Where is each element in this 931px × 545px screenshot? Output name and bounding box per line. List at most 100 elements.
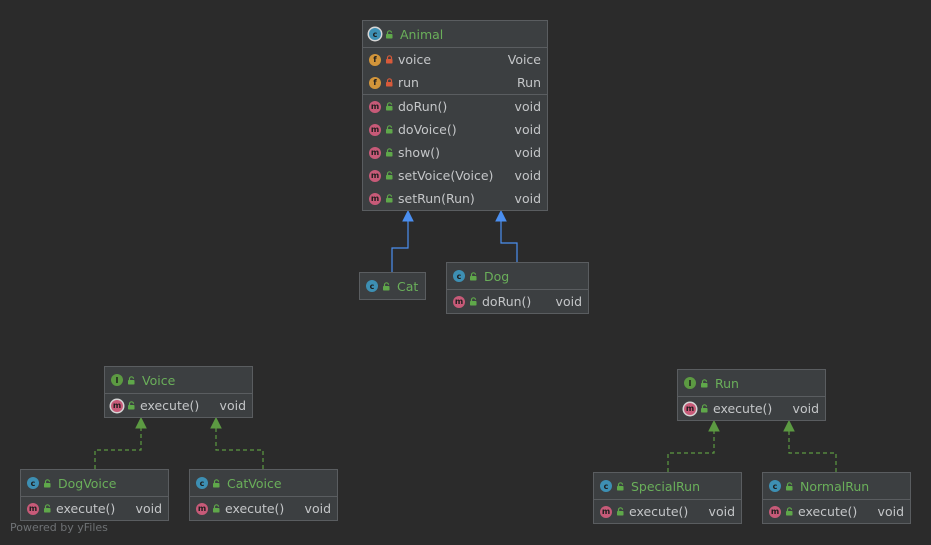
node-title: Voice xyxy=(142,372,176,388)
node-header: c CatVoice xyxy=(190,470,337,496)
public-lock-icon xyxy=(385,102,394,111)
member-type: void xyxy=(304,501,331,516)
class-badge-icon: c xyxy=(196,477,208,489)
node-header: I Voice xyxy=(105,367,252,393)
member-name: setRun(Run) xyxy=(398,191,475,206)
member-name: execute() xyxy=(56,501,116,516)
node-title: Animal xyxy=(400,26,444,42)
node-title: DogVoice xyxy=(58,475,117,491)
public-lock-icon xyxy=(785,507,794,516)
public-lock-icon xyxy=(469,271,478,281)
public-lock-icon xyxy=(127,375,136,385)
method-row[interactable]: m execute() void xyxy=(190,497,337,520)
member-name: execute() xyxy=(798,504,858,519)
method-badge-icon: m xyxy=(369,100,381,113)
member-name: doVoice() xyxy=(398,122,457,137)
method-row[interactable]: m execute() void xyxy=(21,497,168,520)
class-badge-icon: c xyxy=(453,270,465,282)
member-type: void xyxy=(877,504,904,519)
public-lock-icon xyxy=(700,378,709,388)
public-lock-icon xyxy=(212,478,221,488)
realization-edge xyxy=(783,419,837,472)
realization-edge xyxy=(667,419,720,472)
private-lock-icon xyxy=(385,55,394,64)
member-name: show() xyxy=(398,145,441,160)
member-name: execute() xyxy=(629,504,689,519)
member-type: void xyxy=(219,398,246,413)
member-name: execute() xyxy=(140,398,200,413)
class-node-catvoice[interactable]: c CatVoice m execute() void xyxy=(189,469,338,521)
edge-arrowhead xyxy=(495,209,507,222)
interface-badge-icon: I xyxy=(111,374,123,386)
method-badge-icon: m xyxy=(369,192,381,205)
node-title: Run xyxy=(715,375,739,391)
member-type: void xyxy=(135,501,162,516)
edge-arrowhead xyxy=(783,419,795,432)
method-badge-icon: m xyxy=(369,169,381,182)
member-name: execute() xyxy=(225,501,285,516)
member-type: void xyxy=(792,401,819,416)
class-badge-icon: c xyxy=(27,477,39,489)
method-badge-icon: m xyxy=(600,505,612,518)
member-name: setVoice(Voice) xyxy=(398,168,494,183)
method-badge-icon: m xyxy=(27,502,39,515)
node-title: CatVoice xyxy=(227,475,282,491)
member-type: void xyxy=(514,99,541,114)
powered-by-credit: Powered by yFiles xyxy=(10,521,108,534)
method-badge-icon: m xyxy=(196,502,208,515)
node-title: Cat xyxy=(397,278,419,294)
node-header: c DogVoice xyxy=(21,470,168,496)
field-badge-icon: f xyxy=(369,53,381,66)
class-node-dogvoice[interactable]: c DogVoice m execute() void xyxy=(20,469,169,521)
realization-edge xyxy=(210,416,264,469)
public-lock-icon xyxy=(469,297,478,306)
field-row[interactable]: f voice Voice xyxy=(363,48,547,71)
class-badge-icon: c xyxy=(769,480,781,492)
member-type: void xyxy=(514,191,541,206)
member-type: Voice xyxy=(507,52,541,67)
generalization-edge xyxy=(495,209,518,262)
member-type: void xyxy=(514,145,541,160)
public-lock-icon xyxy=(785,481,794,491)
method-row[interactable]: m setRun(Run) void xyxy=(363,187,547,210)
member-name: run xyxy=(398,75,419,90)
member-name: voice xyxy=(398,52,432,67)
generalization-edge xyxy=(391,209,414,272)
node-title: Dog xyxy=(484,268,510,284)
public-lock-icon xyxy=(700,404,709,413)
public-lock-icon xyxy=(385,171,394,180)
interface-badge-icon: I xyxy=(684,377,696,389)
member-type: void xyxy=(514,122,541,137)
member-name: execute() xyxy=(713,401,773,416)
node-title: SpecialRun xyxy=(631,478,701,494)
